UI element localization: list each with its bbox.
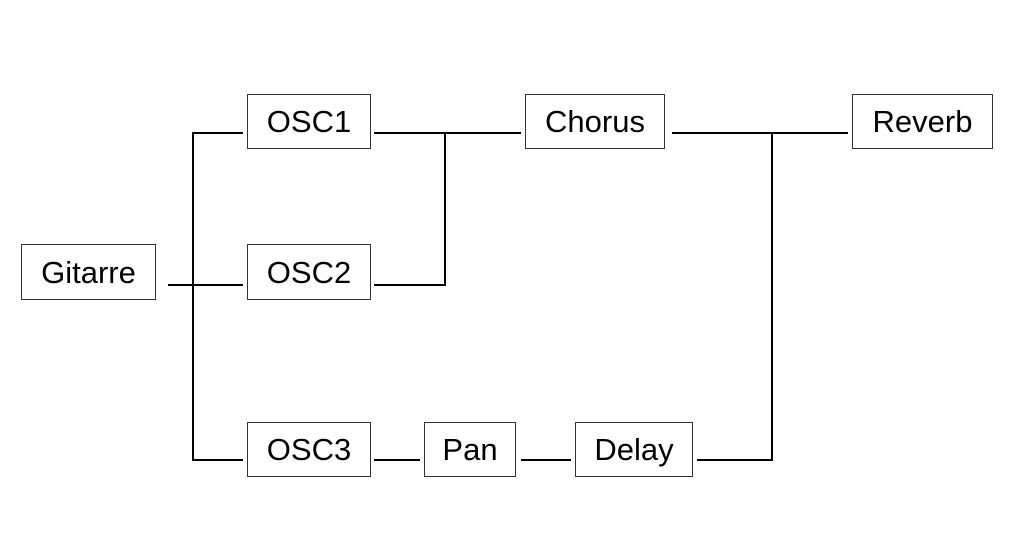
node-label: Chorus (545, 104, 645, 139)
node-label: Gitarre (41, 254, 136, 290)
edge-gitarre-osc3 (192, 285, 243, 461)
edge-delay-reverb (697, 133, 773, 461)
node-osc3[interactable]: OSC3 (247, 422, 371, 477)
edge-gitarre-osc1 (192, 132, 243, 285)
node-chorus[interactable]: Chorus (525, 94, 665, 149)
node-label: OSC2 (266, 254, 352, 290)
node-label: Delay (594, 432, 674, 467)
node-pan[interactable]: Pan (424, 422, 516, 477)
node-osc2[interactable]: OSC2 (247, 244, 371, 300)
node-label: Reverb (872, 104, 973, 139)
edge-osc2-chorus (374, 133, 446, 286)
node-label: OSC3 (266, 432, 352, 467)
node-reverb[interactable]: Reverb (852, 94, 993, 149)
node-delay[interactable]: Delay (575, 422, 693, 477)
node-osc1[interactable]: OSC1 (247, 94, 371, 149)
node-label: OSC1 (266, 104, 352, 139)
node-gitarre[interactable]: Gitarre (21, 244, 156, 300)
node-label: Pan (442, 432, 498, 467)
